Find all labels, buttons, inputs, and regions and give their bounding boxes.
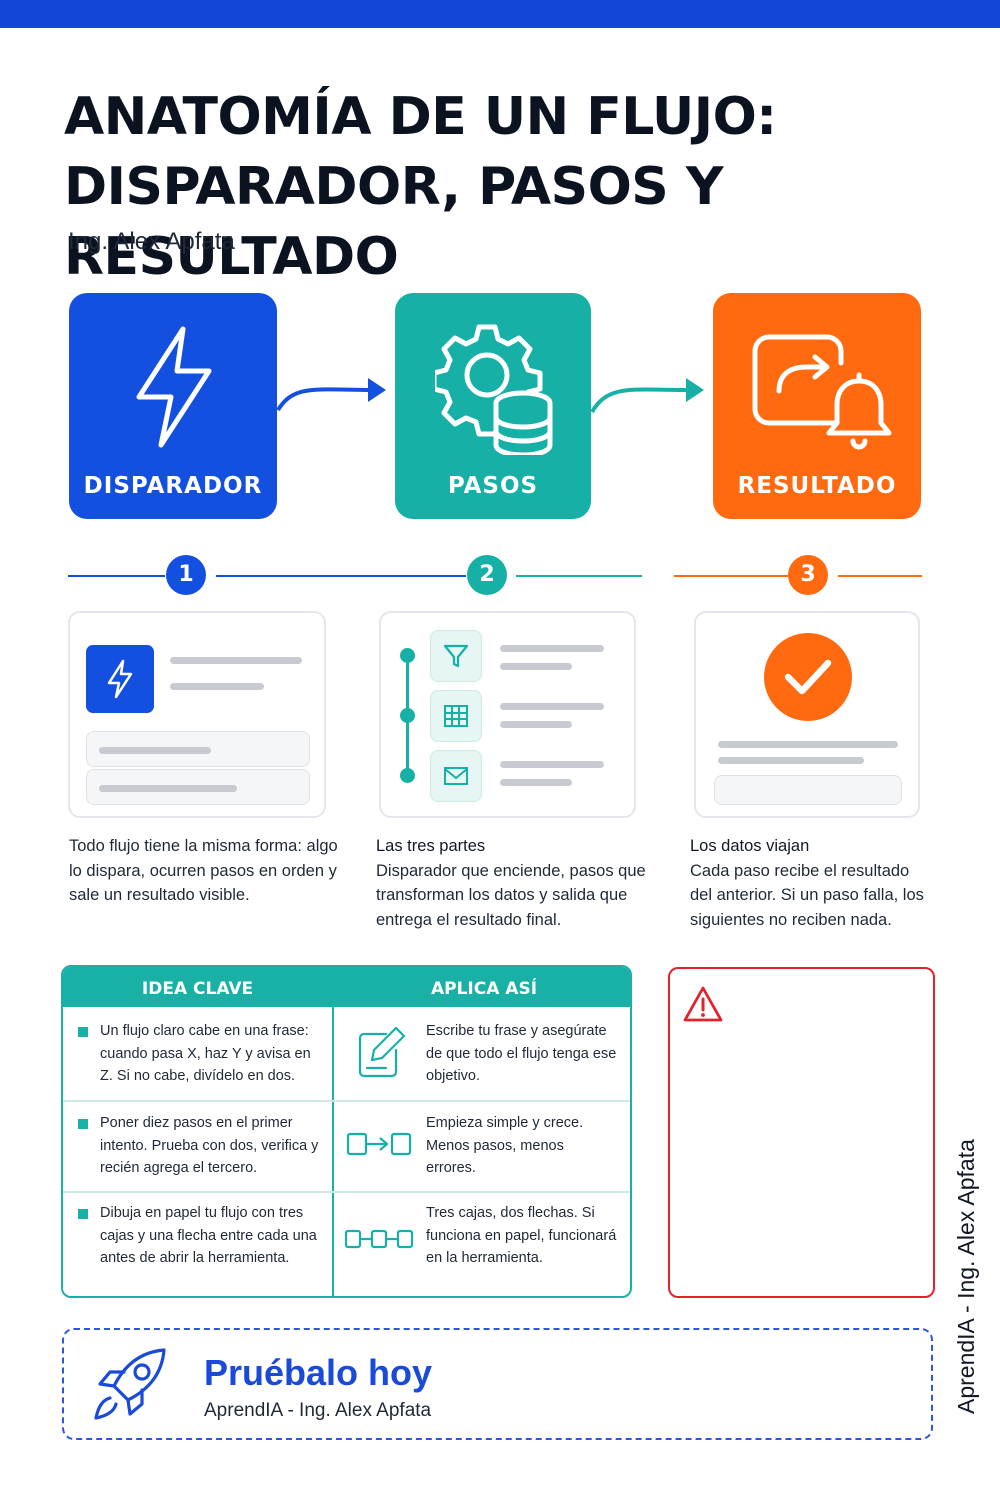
title-line-2: DISPARADOR, PASOS Y RESULTADO bbox=[64, 157, 724, 287]
placeholder-line bbox=[500, 663, 572, 670]
placeholder-line bbox=[500, 703, 604, 710]
placeholder-line bbox=[500, 761, 604, 768]
warning-icon bbox=[683, 986, 723, 1022]
timeline-line bbox=[674, 575, 788, 577]
table-cell-apply: Tres cajas, dos flechas. Si funciona en … bbox=[426, 1205, 617, 1266]
column-divider bbox=[332, 967, 334, 1296]
table-cell-idea: Poner diez pasos en el primer intento. P… bbox=[100, 1115, 319, 1176]
trigger-tile bbox=[86, 645, 154, 713]
table-cell-idea: Un flujo claro cabe en una frase: cuando… bbox=[100, 1023, 311, 1084]
step-number: 1 bbox=[166, 555, 206, 595]
placeholder-line bbox=[500, 779, 572, 786]
stage-resultado: RESULTADO bbox=[713, 293, 921, 519]
side-credit: AprendIA - Ing. Alex Apfata bbox=[953, 1139, 979, 1414]
description-2: Las tres partes Disparador que enciende,… bbox=[376, 834, 646, 932]
placeholder-line bbox=[500, 645, 604, 652]
table-grid-icon bbox=[444, 705, 468, 727]
success-badge bbox=[764, 633, 852, 721]
step-number: 3 bbox=[788, 555, 828, 595]
warning-box bbox=[668, 967, 935, 1298]
table-header bbox=[63, 967, 630, 1007]
row-divider bbox=[63, 1191, 630, 1193]
description-heading: Las tres partes bbox=[376, 837, 486, 855]
placeholder-line bbox=[170, 657, 302, 664]
timeline-line bbox=[68, 575, 165, 577]
stage-pasos: PASOS bbox=[395, 293, 591, 519]
description-text: Todo flujo tiene la misma forma: algo lo… bbox=[69, 837, 338, 904]
row-divider bbox=[63, 1100, 630, 1102]
three-boxes-chain-icon bbox=[344, 1229, 414, 1249]
description-text: Cada paso recibe el resultado del anteri… bbox=[690, 861, 924, 929]
description-1: Todo flujo tiene la misma forma: algo lo… bbox=[69, 834, 339, 908]
placeholder-field bbox=[86, 731, 310, 767]
filter-icon bbox=[443, 644, 469, 668]
cta-box: Pruébalo hoy AprendIA - Ing. Alex Apfata bbox=[62, 1328, 933, 1440]
step-dot bbox=[400, 768, 415, 783]
table-cell-idea: Dibuja en papel tu flujo con tres cajas … bbox=[100, 1205, 317, 1266]
placeholder-line bbox=[170, 683, 264, 690]
author-name: Ing. Alex Apfata bbox=[68, 228, 235, 255]
step-number: 2 bbox=[467, 555, 507, 595]
trigger-preview-card bbox=[68, 611, 326, 818]
mail-tile bbox=[430, 750, 482, 802]
stage-label: RESULTADO bbox=[737, 473, 897, 499]
edit-note-icon bbox=[358, 1026, 406, 1078]
placeholder-field bbox=[86, 769, 310, 805]
step-dot bbox=[400, 708, 415, 723]
lightning-icon bbox=[136, 326, 212, 448]
stage-label: DISPARADOR bbox=[83, 473, 263, 499]
placeholder-line bbox=[718, 757, 864, 764]
column-header-idea: IDEA CLAVE bbox=[141, 979, 254, 999]
title-line-1: ANATOMÍA DE UN FLUJO: bbox=[64, 87, 777, 147]
description-heading: Los datos viajan bbox=[690, 837, 810, 855]
gear-database-icon bbox=[435, 324, 553, 455]
filter-tile bbox=[430, 630, 482, 682]
two-boxes-arrow-icon bbox=[346, 1132, 412, 1156]
timeline-line bbox=[516, 575, 642, 577]
timeline-line bbox=[838, 575, 922, 577]
timeline-line bbox=[216, 575, 466, 577]
arrow-icon bbox=[276, 378, 386, 412]
cta-title: Pruébalo hoy bbox=[204, 1352, 433, 1393]
grid-tile bbox=[430, 690, 482, 742]
stage-disparador: DISPARADOR bbox=[69, 293, 277, 519]
table-cell-apply: Escribe tu frase y asegúrate de que todo… bbox=[426, 1023, 617, 1084]
result-preview-card bbox=[694, 611, 920, 818]
rocket-icon bbox=[94, 1348, 166, 1420]
arrow-icon bbox=[590, 378, 704, 414]
cta-subtitle: AprendIA - Ing. Alex Apfata bbox=[204, 1400, 432, 1421]
stage-label: PASOS bbox=[447, 473, 539, 499]
top-accent-bar bbox=[0, 0, 1000, 28]
placeholder-field bbox=[714, 775, 902, 805]
idea-apply-table: IDEA CLAVE APLICA ASÍ Un flujo claro cab… bbox=[61, 965, 632, 1298]
description-text: Disparador que enciende, pasos que trans… bbox=[376, 861, 646, 929]
placeholder-line bbox=[500, 721, 572, 728]
step-dot bbox=[400, 648, 415, 663]
column-header-apply: APLICA ASÍ bbox=[430, 979, 538, 999]
bullet-icon bbox=[78, 1027, 88, 1037]
table-cell-apply: Empieza simple y crece. Menos pasos, men… bbox=[426, 1115, 584, 1176]
placeholder-line bbox=[718, 741, 898, 748]
bullet-icon bbox=[78, 1119, 88, 1129]
share-bell-icon bbox=[752, 334, 892, 450]
page-title: ANATOMÍA DE UN FLUJO: DISPARADOR, PASOS … bbox=[64, 82, 944, 292]
checkmark-icon bbox=[784, 659, 832, 695]
mail-icon bbox=[444, 767, 468, 785]
description-3: Los datos viajan Cada paso recibe el res… bbox=[690, 834, 935, 932]
lightning-icon bbox=[107, 659, 133, 699]
bullet-icon bbox=[78, 1209, 88, 1219]
steps-preview-card bbox=[379, 611, 636, 818]
